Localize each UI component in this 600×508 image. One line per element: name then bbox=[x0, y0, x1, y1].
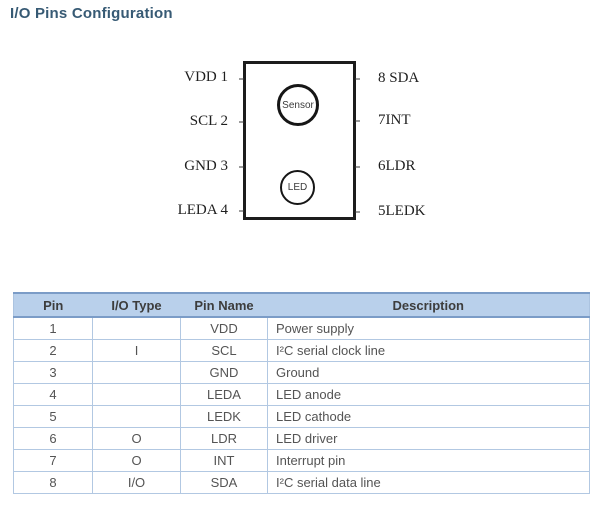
pin-label-leda: LEDA 4 bbox=[177, 202, 228, 218]
table-cell: SCL bbox=[180, 339, 268, 362]
table-cell: Ground bbox=[267, 361, 590, 384]
table-cell: I²C serial data line bbox=[267, 471, 590, 494]
table-cell: 5 bbox=[13, 405, 93, 428]
table-cell: Interrupt pin bbox=[267, 449, 590, 472]
table-cell: I bbox=[92, 339, 181, 362]
pin-stub bbox=[355, 211, 360, 213]
table-header-description: Description bbox=[267, 292, 590, 318]
table-cell: 2 bbox=[13, 339, 93, 362]
pin-stub bbox=[355, 78, 360, 80]
sensor-label: Sensor bbox=[282, 99, 314, 111]
table-cell: 4 bbox=[13, 383, 93, 406]
table-cell: LDR bbox=[180, 427, 268, 450]
table-cell: LEDA bbox=[180, 383, 268, 406]
table-header-row: Pin I/O Type Pin Name Description bbox=[13, 292, 590, 318]
table-header-pin-name: Pin Name bbox=[180, 292, 268, 318]
pin-stub bbox=[355, 166, 360, 168]
table-cell: Power supply bbox=[267, 316, 590, 340]
pin-stub bbox=[239, 78, 244, 80]
led-label: LED bbox=[287, 182, 308, 193]
table-cell bbox=[92, 316, 181, 340]
table-cell bbox=[92, 383, 181, 406]
pin-label-int: 7INT bbox=[378, 112, 411, 128]
table-cell: 7 bbox=[13, 449, 93, 472]
table-cell: VDD bbox=[180, 316, 268, 340]
pin-label-ldr: 6LDR bbox=[378, 158, 416, 174]
page-title: I/O Pins Configuration bbox=[10, 5, 173, 22]
table-cell: 1 bbox=[13, 316, 93, 340]
table-cell: I/O bbox=[92, 471, 181, 494]
pin-stub bbox=[239, 166, 244, 168]
table-header-io-type: I/O Type bbox=[92, 292, 181, 318]
table-cell: O bbox=[92, 449, 181, 472]
led-circle: LED bbox=[280, 170, 315, 205]
chip-package-outline: Sensor LED bbox=[243, 61, 356, 220]
table-header-pin: Pin bbox=[13, 292, 93, 318]
pin-label-vdd: VDD 1 bbox=[184, 69, 228, 85]
table-cell: LEDK bbox=[180, 405, 268, 428]
table-cell: SDA bbox=[180, 471, 268, 494]
pin-stub bbox=[355, 120, 360, 122]
table-cell bbox=[92, 405, 181, 428]
table-cell: LED cathode bbox=[267, 405, 590, 428]
pin-label-ledk: 5LEDK bbox=[378, 203, 426, 219]
pin-label-sda: 8 SDA bbox=[378, 70, 420, 86]
pin-stub bbox=[239, 121, 244, 123]
table-cell: GND bbox=[180, 361, 268, 384]
table-cell: 8 bbox=[13, 471, 93, 494]
table-cell: O bbox=[92, 427, 181, 450]
table-cell: LED driver bbox=[267, 427, 590, 450]
pin-label-gnd: GND 3 bbox=[184, 158, 228, 174]
table-cell: LED anode bbox=[267, 383, 590, 406]
pin-label-scl: SCL 2 bbox=[189, 113, 228, 129]
pin-stub bbox=[239, 210, 244, 212]
table-cell bbox=[92, 361, 181, 384]
table-cell: 3 bbox=[13, 361, 93, 384]
table-cell: I²C serial clock line bbox=[267, 339, 590, 362]
table-cell: 6 bbox=[13, 427, 93, 450]
sensor-circle: Sensor bbox=[277, 84, 319, 126]
table-cell: INT bbox=[180, 449, 268, 472]
